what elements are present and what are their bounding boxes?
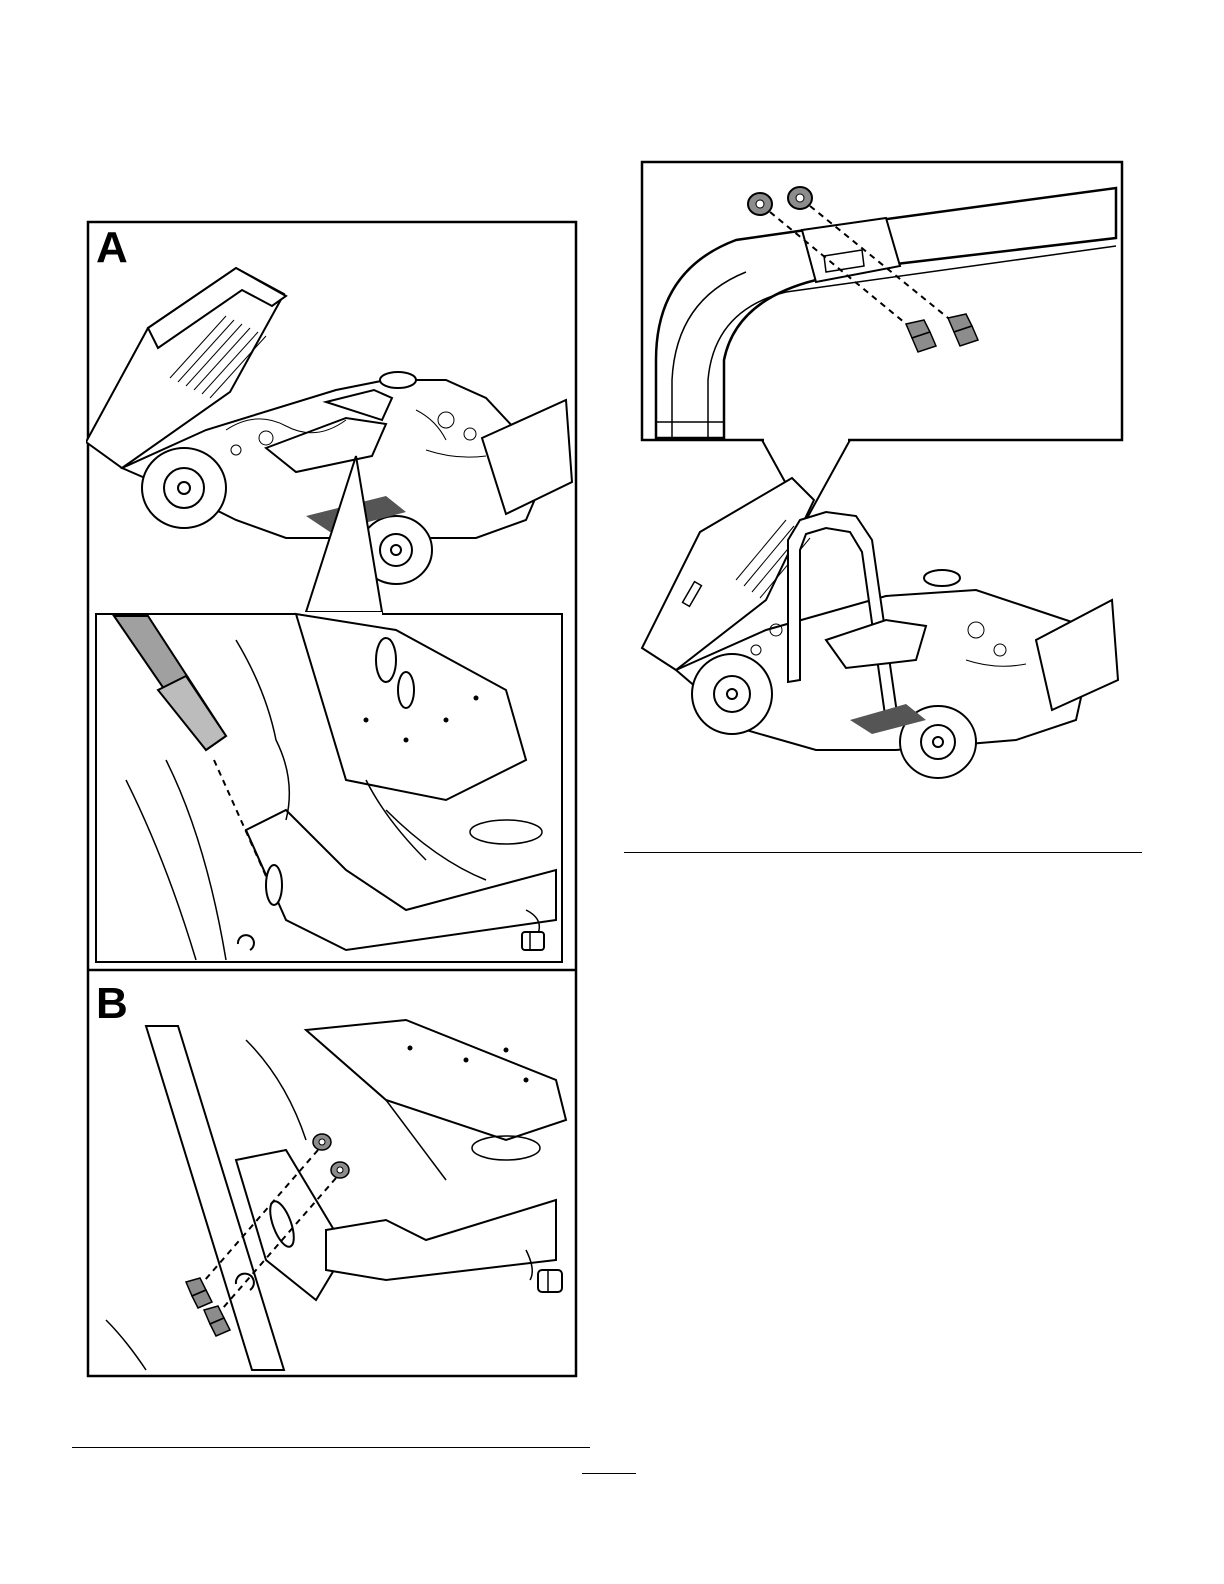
detail-inset-a: [96, 614, 562, 962]
vehicle-illustration-right: [642, 478, 1118, 778]
figure-left: A B: [86, 220, 578, 1378]
figure-right: [636, 160, 1130, 790]
panel-a-letter: A: [96, 223, 128, 272]
wire-connector: [522, 932, 544, 950]
figure-right-illustration: [636, 160, 1130, 790]
washer-icon: [748, 193, 772, 215]
roll-bar-detail-inset: [642, 162, 1122, 440]
panel-b-letter: B: [96, 979, 128, 1028]
rule-right: [624, 852, 1142, 853]
wire-connector: [538, 1270, 562, 1292]
rule-left: [72, 1447, 590, 1448]
figure-left-illustration: A B: [86, 220, 578, 1378]
page-number-rule: [582, 1473, 636, 1474]
washer-icon: [331, 1162, 349, 1178]
washer-icon: [313, 1134, 331, 1150]
washer-icon: [788, 187, 812, 209]
